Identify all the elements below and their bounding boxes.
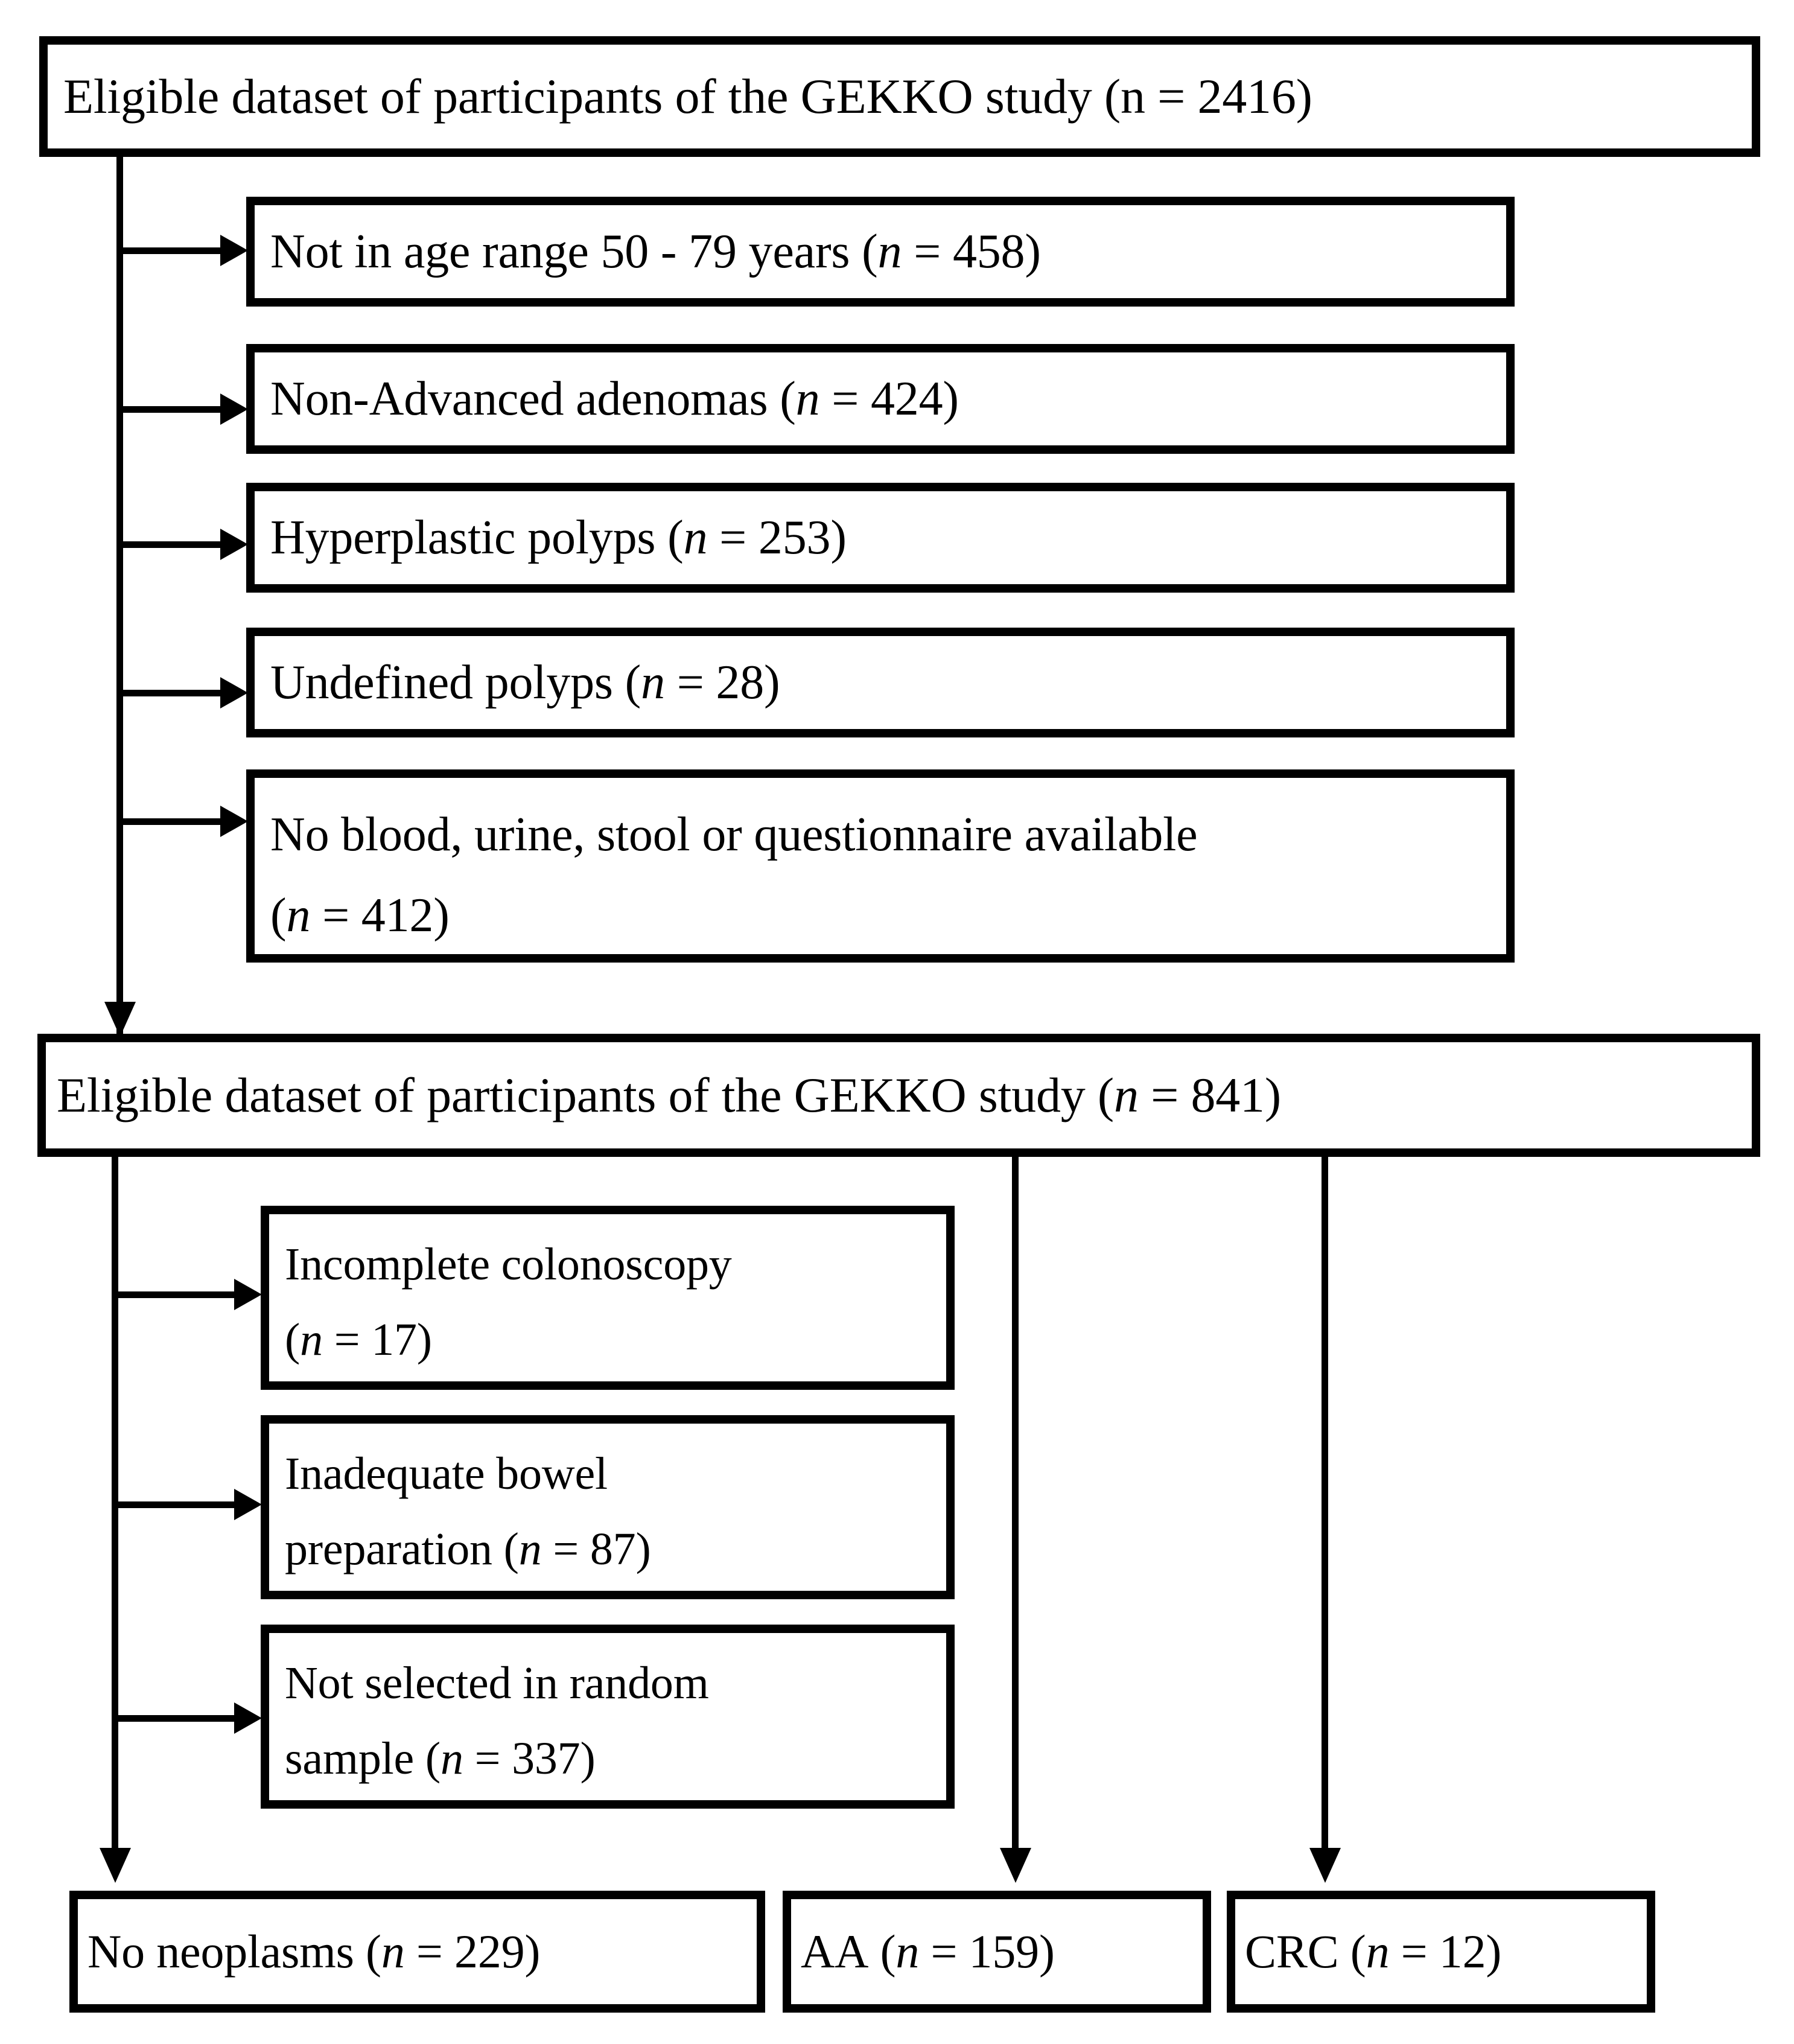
node-inadequate-bowel-preparation: Inadequate bowel preparation (n = 87): [261, 1415, 955, 1599]
n-value: 458: [952, 225, 1025, 278]
n-symbol: n: [286, 889, 311, 942]
node-undefined-polyps: Undefined polyps (n = 28): [246, 628, 1515, 737]
n-symbol: n: [1366, 1925, 1390, 1978]
node-label: CRC (n = 12): [1245, 1925, 1502, 1978]
connector-branch-2: [116, 406, 225, 413]
node-text: Incomplete colonoscopy: [285, 1239, 732, 1290]
n-symbol: n: [518, 1523, 542, 1574]
node-hyperplastic-polyps: Hyperplastic polyps (n = 253): [246, 483, 1515, 593]
node-text-continued: sample (: [285, 1733, 441, 1784]
node-label-line-2: (n = 412): [270, 889, 450, 942]
node-eligible-dataset-841: Eligible dataset of participants of the …: [37, 1034, 1760, 1157]
node-text: Not selected in random: [285, 1658, 709, 1708]
node-text: No blood, urine, stool or questionnaire …: [270, 808, 1198, 861]
connector-spine-aa: [1012, 1157, 1019, 1851]
connector-spine-top: [116, 157, 123, 1050]
node-incomplete-colonoscopy: Incomplete colonoscopy (n = 17): [261, 1206, 955, 1390]
node-label: Eligible dataset of participants of the …: [57, 1067, 1281, 1122]
arrow-right-branch-2: [220, 393, 248, 425]
arrow-right-branch-5: [220, 806, 248, 837]
arrow-right-branch-6: [234, 1279, 262, 1310]
n-value: 17: [371, 1314, 417, 1365]
node-label-line-2: sample (n = 337): [285, 1733, 596, 1784]
node-label: Non-Advanced adenomas (n = 424): [270, 372, 959, 425]
n-value: 87: [590, 1523, 636, 1574]
node-text: No neoplasms: [87, 1925, 354, 1978]
n-value: 28: [716, 656, 765, 709]
connector-branch-4: [116, 690, 225, 696]
arrow-right-branch-7: [234, 1489, 262, 1520]
node-text: Undefined polyps: [270, 656, 613, 709]
arrow-right-branch-1: [220, 235, 248, 266]
n-symbol: n: [1113, 1067, 1139, 1122]
connector-branch-3: [116, 541, 225, 548]
node-no-neoplasms: No neoplasms (n = 229): [69, 1891, 765, 2013]
paren-close: ): [416, 1314, 432, 1365]
node-label: No neoplasms (n = 229): [87, 1925, 541, 1978]
n-value: 159: [969, 1925, 1040, 1978]
node-label: Eligible dataset of participants of the …: [63, 68, 1312, 124]
n-value: 424: [871, 372, 943, 425]
arrow-down-to-middle: [104, 1002, 136, 1037]
arrow-down-to-aa: [1000, 1848, 1031, 1883]
node-text-continued: preparation (: [285, 1523, 519, 1574]
n-value: 412: [361, 889, 434, 942]
n-value: 12: [1439, 1925, 1486, 1978]
arrow-right-branch-4: [220, 677, 248, 708]
node-colorectal-cancer: CRC (n = 12): [1227, 1891, 1655, 2013]
node-label-line-1: Not selected in random: [285, 1654, 934, 1713]
node-non-advanced-adenomas: Non-Advanced adenomas (n = 424): [246, 344, 1515, 454]
arrow-right-branch-3: [220, 529, 248, 560]
n-value: 229: [454, 1925, 525, 1978]
paren-open: (: [285, 1314, 301, 1365]
node-not-in-age-range: Not in age range 50 - 79 years (n = 458): [246, 197, 1515, 307]
node-text: Eligible dataset of participants of the …: [63, 68, 1092, 124]
node-text: Hyperplastic polyps: [270, 511, 656, 564]
node-label: Hyperplastic polyps (n = 253): [270, 511, 847, 564]
node-label: Not in age range 50 - 79 years (n = 458): [270, 225, 1041, 278]
n-symbol: n: [895, 1925, 920, 1978]
node-label-line-2: (n = 17): [285, 1314, 432, 1365]
arrow-down-to-no-neoplasms: [100, 1848, 131, 1883]
node-not-selected-random-sample: Not selected in random sample (n = 337): [261, 1625, 955, 1809]
node-text: Non-Advanced adenomas: [270, 372, 768, 425]
connector-branch-5: [116, 818, 225, 825]
node-text: Eligible dataset of participants of the …: [57, 1067, 1086, 1122]
n-symbol: n: [641, 656, 665, 709]
n-symbol: n: [300, 1314, 323, 1365]
node-label: AA (n = 159): [801, 1925, 1055, 1978]
node-text: AA: [801, 1925, 869, 1978]
paren-close: ): [635, 1523, 651, 1574]
node-advanced-adenoma: AA (n = 159): [783, 1891, 1211, 2013]
node-text: Inadequate bowel: [285, 1448, 608, 1499]
arrow-down-to-crc: [1309, 1848, 1341, 1883]
paren-close: ): [580, 1733, 596, 1784]
n-value: 841: [1191, 1067, 1265, 1122]
n-value: 253: [758, 511, 831, 564]
connector-branch-7: [112, 1501, 238, 1508]
node-no-samples-available: No blood, urine, stool or questionnaire …: [246, 769, 1515, 963]
connector-branch-8: [112, 1715, 238, 1722]
connector-branch-6: [112, 1291, 238, 1298]
connector-branch-1: [116, 247, 225, 254]
n-symbol: n: [683, 511, 708, 564]
connector-spine-crc: [1322, 1157, 1328, 1851]
node-label-line-1: Inadequate bowel: [285, 1444, 934, 1504]
n-symbol: n: [795, 372, 820, 425]
node-label-line-2: preparation (n = 87): [285, 1523, 651, 1574]
node-label-line-1: No blood, urine, stool or questionnaire …: [270, 803, 1494, 866]
node-text: CRC: [1245, 1925, 1339, 1978]
n-symbol: n: [1120, 68, 1145, 124]
n-symbol: n: [440, 1733, 463, 1784]
node-text: Not in age range 50 - 79 years: [270, 225, 850, 278]
n-symbol: n: [381, 1925, 405, 1978]
arrow-right-branch-8: [234, 1702, 262, 1734]
n-value: 2416: [1197, 68, 1296, 124]
node-label: Undefined polyps (n = 28): [270, 656, 780, 709]
node-eligible-dataset-2416: Eligible dataset of participants of the …: [39, 36, 1760, 157]
n-value: 337: [512, 1733, 581, 1784]
node-label-line-1: Incomplete colonoscopy: [285, 1235, 934, 1294]
n-symbol: n: [877, 225, 902, 278]
